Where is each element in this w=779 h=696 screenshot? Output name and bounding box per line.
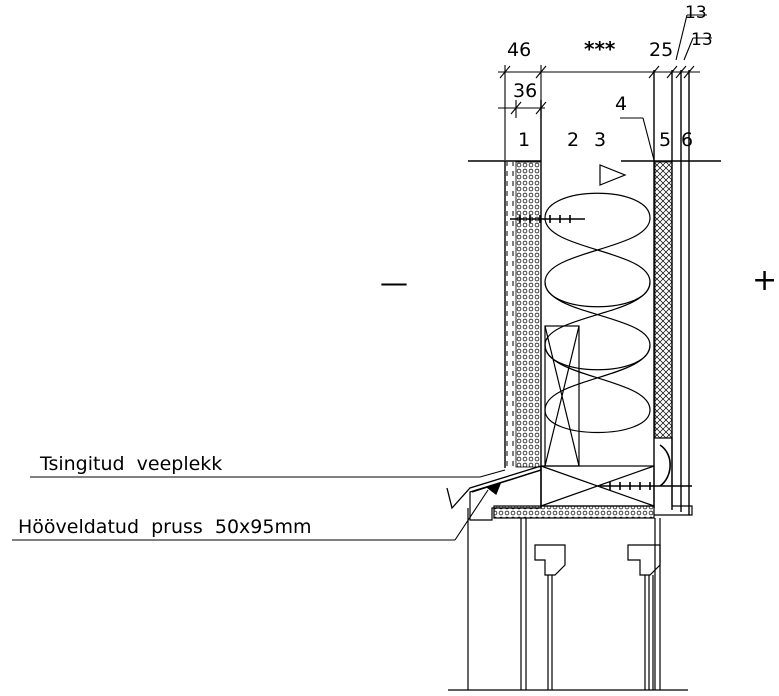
- interior-side-sign: +: [752, 263, 777, 298]
- cladding-layer: [506, 162, 516, 467]
- dim-stars: ***: [584, 37, 616, 61]
- callout-leaders: [12, 469, 506, 541]
- dim-46: 46: [507, 39, 531, 61]
- dimension-lines: [498, 14, 712, 161]
- layer-number-6: 6: [681, 129, 693, 151]
- exterior-side-sign: —: [380, 266, 408, 299]
- dim-25: 25: [649, 39, 673, 61]
- callout-zinc-flashing: Tsingitud veeplekk: [39, 453, 222, 475]
- screw-bottom: [600, 444, 692, 490]
- layer-number-1: 1: [518, 129, 530, 151]
- vapour-board: [654, 161, 673, 439]
- layer-number-2: 2: [567, 129, 579, 151]
- stud-timber: [544, 325, 580, 467]
- insulation-loops: [544, 164, 651, 433]
- dim-13-top: 13: [685, 3, 707, 23]
- callout-planed-timber: Hööveldatud pruss 50x95mm: [18, 516, 312, 538]
- inner-lining: [654, 437, 693, 516]
- window-frame: [448, 508, 688, 691]
- planed-timber-sill: [469, 469, 655, 521]
- layer-number-4: 4: [615, 93, 627, 115]
- dim-13-second: 13: [691, 30, 713, 50]
- layer-number-3: 3: [594, 129, 606, 151]
- dim-36: 36: [513, 80, 537, 102]
- wind-barrier-board: [515, 161, 542, 468]
- layer-number-5: 5: [659, 129, 671, 151]
- screw-top: [510, 215, 585, 223]
